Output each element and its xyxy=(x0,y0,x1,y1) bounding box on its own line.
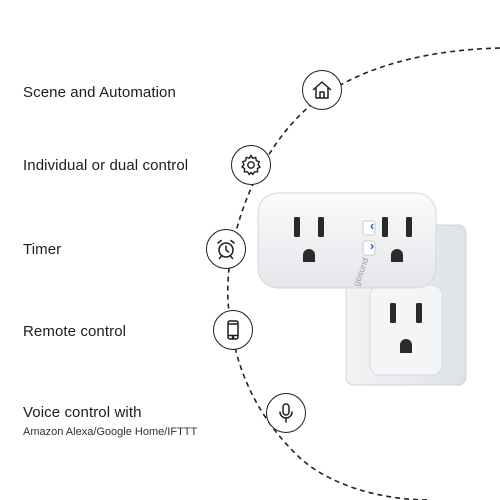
feature-scene-automation: Scene and Automation xyxy=(23,84,176,101)
gear-icon xyxy=(231,145,271,185)
microphone-icon xyxy=(266,393,306,433)
home-icon xyxy=(302,70,342,110)
feature-voice-control: Voice control with xyxy=(23,404,142,421)
button-right-arrow: › xyxy=(369,238,375,253)
feature-individual-dual-control: Individual or dual control xyxy=(23,157,189,174)
smartphone-icon xyxy=(213,310,253,350)
alarm-clock-icon xyxy=(206,229,246,269)
feature-remote-control: Remote control xyxy=(23,323,127,340)
smart-plug-product xyxy=(257,192,467,386)
button-left-arrow: ‹ xyxy=(369,218,375,233)
feature-timer: Timer xyxy=(23,241,62,258)
plug-body xyxy=(257,192,437,289)
feature-voice-control-platforms: Amazon Alexa/Google Home/IFTTT xyxy=(23,426,198,438)
